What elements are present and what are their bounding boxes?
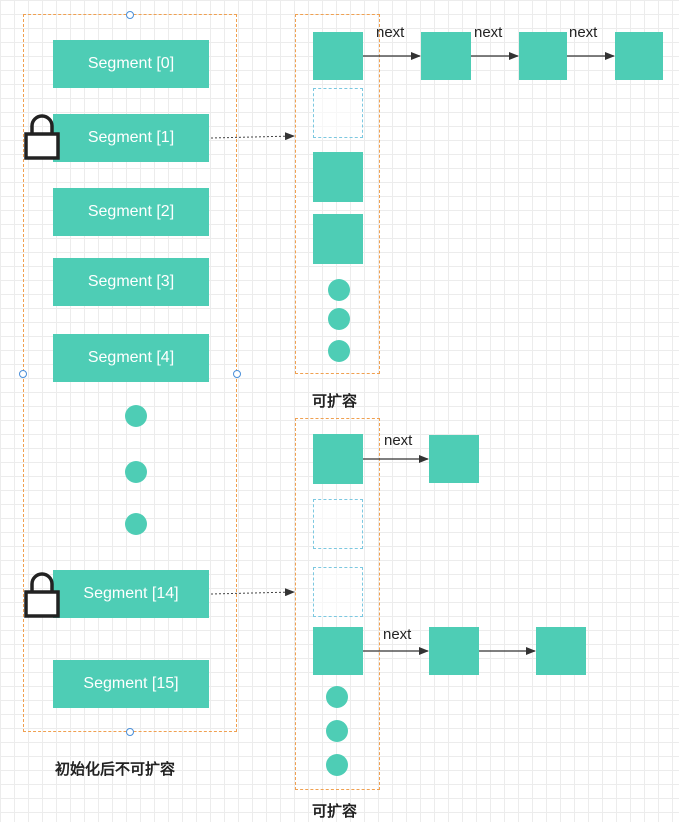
lock-icon	[24, 114, 60, 160]
ellipsis-dot	[326, 720, 348, 742]
ellipsis-dot	[125, 405, 147, 427]
segment-15: Segment [15]	[53, 660, 209, 708]
segment-0: Segment [0]	[53, 40, 209, 88]
next-label: next	[474, 24, 503, 41]
resize-handle-right[interactable]	[233, 370, 241, 378]
left-caption: 初始化后不可扩容	[55, 761, 176, 778]
segment-14-pointer	[210, 588, 295, 597]
next-label: next	[384, 432, 413, 449]
hash-table-top	[295, 14, 380, 374]
list-node	[429, 435, 479, 483]
resize-handle-bottom[interactable]	[126, 728, 134, 736]
ellipsis-dot	[326, 754, 348, 776]
table-slot-filled	[313, 434, 363, 484]
ellipsis-dot	[328, 308, 350, 330]
segment-1: Segment [1]	[53, 114, 209, 162]
segment-1-pointer	[210, 132, 295, 141]
table-slot-filled	[313, 32, 363, 80]
next-label: next	[383, 626, 412, 643]
list-node	[536, 627, 586, 675]
next-label: next	[569, 24, 598, 41]
list-node	[519, 32, 567, 80]
table-slot-filled	[313, 627, 363, 675]
top-caption: 可扩容	[312, 393, 358, 410]
table-slot-filled	[313, 152, 363, 202]
bottom-caption: 可扩容	[312, 803, 358, 820]
segment-2: Segment [2]	[53, 188, 209, 236]
next-label: next	[376, 24, 405, 41]
lock-icon	[24, 572, 60, 618]
ellipsis-dot	[125, 461, 147, 483]
segment-14: Segment [14]	[53, 570, 209, 618]
resize-handle-top[interactable]	[126, 11, 134, 19]
ellipsis-dot	[326, 686, 348, 708]
segment-3: Segment [3]	[53, 258, 209, 306]
resize-handle-left[interactable]	[19, 370, 27, 378]
ellipsis-dot	[328, 340, 350, 362]
table-slot-empty	[313, 567, 363, 617]
segment-4: Segment [4]	[53, 334, 209, 382]
ellipsis-dot	[328, 279, 350, 301]
list-node	[429, 627, 479, 675]
list-node	[421, 32, 471, 80]
table-slot-filled	[313, 214, 363, 264]
ellipsis-dot	[125, 513, 147, 535]
table-slot-empty	[313, 499, 363, 549]
list-node	[615, 32, 663, 80]
table-slot-empty	[313, 88, 363, 138]
hash-table-bottom	[295, 418, 380, 790]
